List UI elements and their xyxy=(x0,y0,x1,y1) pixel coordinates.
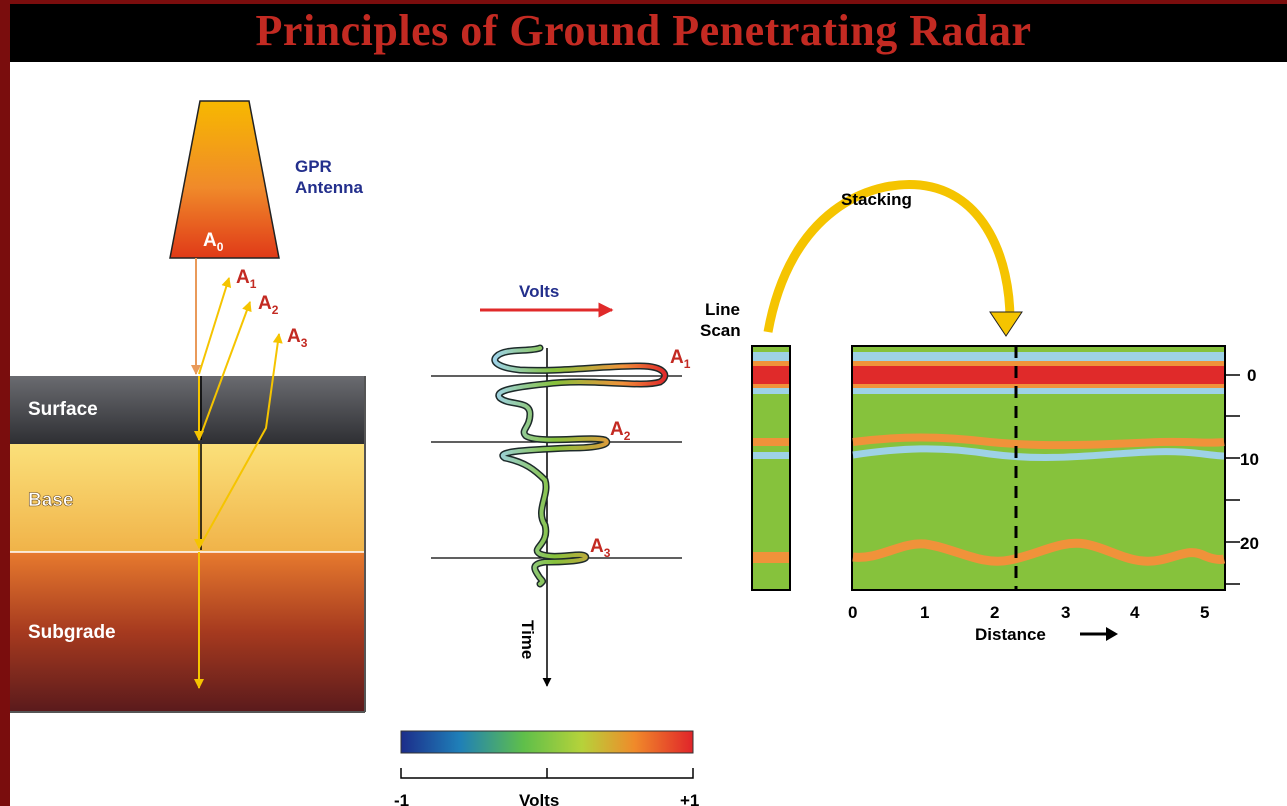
trace-peak-a1: A1 xyxy=(670,347,691,371)
radargram: 0 10 20 0 1 2 3 4 5 Distance xyxy=(848,345,1259,644)
stacking-label: Stacking xyxy=(841,190,912,209)
reflector-band-1 xyxy=(852,433,1225,450)
slide-title: Principles of Ground Penetrating Radar xyxy=(255,6,1032,55)
gpr-antenna: A0 xyxy=(169,100,280,259)
layer-subgrade xyxy=(10,552,365,712)
stacking-arrow xyxy=(763,179,1015,333)
layer-base xyxy=(10,444,365,552)
layer-label-base: Base xyxy=(28,490,73,511)
colorbar-max-label: +1 xyxy=(680,791,699,806)
reflection-ray-1 xyxy=(198,277,232,375)
reflection-ray-2 xyxy=(198,301,252,441)
line-scan-label-2: Scan xyxy=(700,321,741,340)
depth-tick-20: 20 xyxy=(1240,534,1259,553)
colorbar-axis-label: Volts xyxy=(519,791,559,806)
line-scan-label-1: Line xyxy=(705,300,740,319)
layer-label-subgrade: Subgrade xyxy=(28,622,116,643)
antenna-source-label: A0 xyxy=(203,230,224,254)
depth-tick-0: 0 xyxy=(1247,366,1256,385)
reflector-band-2 xyxy=(852,445,1225,461)
distance-tick-4: 4 xyxy=(1130,603,1140,622)
reflection-ray-3 xyxy=(198,333,283,549)
antenna-label-line1: GPR xyxy=(295,157,332,176)
colorbar: -1 Volts +1 xyxy=(394,730,699,806)
layer-surface xyxy=(10,376,365,444)
depth-tick-10: 10 xyxy=(1240,450,1259,469)
a-scan-trace: Volts Time A1 A2 A3 xyxy=(431,282,691,687)
trace-peak-a3: A3 xyxy=(590,536,611,560)
volts-label: Volts xyxy=(519,282,559,301)
ground-model: Surface Base Subgrade xyxy=(10,376,366,713)
distance-tick-1: 1 xyxy=(920,603,929,622)
distance-tick-2: 2 xyxy=(990,603,999,622)
line-scan-column xyxy=(751,345,791,591)
ray-paths xyxy=(191,258,283,689)
distance-tick-5: 5 xyxy=(1200,603,1209,622)
trace-peak-a2: A2 xyxy=(610,419,631,443)
layer-label-surface: Surface xyxy=(28,399,98,420)
ray-label-a2: A2 xyxy=(258,293,279,317)
antenna-label-line2: Antenna xyxy=(295,178,364,197)
ray-label-a3: A3 xyxy=(287,326,308,350)
distance-tick-0: 0 xyxy=(848,603,857,622)
antenna-shape xyxy=(169,100,280,259)
distance-axis-label: Distance xyxy=(975,625,1046,644)
stacking-arrowhead xyxy=(989,311,1023,337)
ray-label-a1: A1 xyxy=(236,267,257,291)
waveform xyxy=(492,346,667,586)
distance-tick-3: 3 xyxy=(1061,603,1070,622)
colorbar-gradient xyxy=(400,730,694,754)
colorbar-min-label: -1 xyxy=(394,791,409,806)
time-label: Time xyxy=(518,620,537,659)
reflector-band-3 xyxy=(852,538,1226,566)
